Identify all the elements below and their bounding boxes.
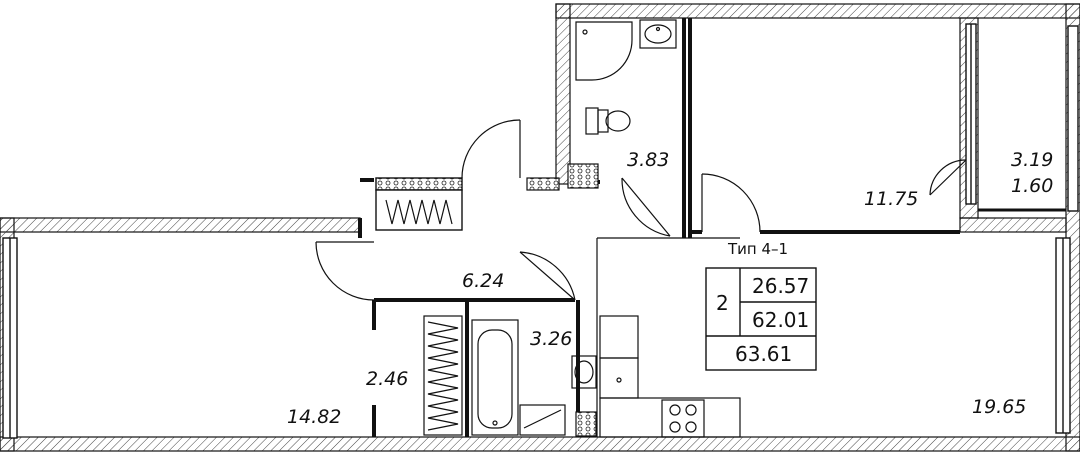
windows (2, 23, 1079, 439)
area-bedroom: 11.75 (864, 188, 918, 210)
area-wardrobe: 2.46 (366, 368, 408, 390)
total-area: 62.01 (752, 308, 809, 332)
toilet (585, 107, 631, 135)
doors (315, 119, 967, 301)
exterior-walls (0, 3, 1080, 452)
type-label: Тип 4–1 (727, 240, 788, 258)
area-living-room: 14.82 (287, 406, 341, 428)
wardrobe-rail (423, 315, 463, 436)
area-kitchen: 19.65 (972, 396, 1026, 418)
living-area: 26.57 (752, 274, 809, 298)
washbasin-top (639, 19, 677, 49)
washing-machine (519, 404, 566, 436)
bathtub (471, 319, 519, 436)
shoe-rack (375, 177, 463, 231)
area-bathroom: 3.83 (627, 149, 669, 171)
area-balcony: 3.19 (1011, 149, 1053, 171)
riser (567, 163, 599, 189)
area-bath: 3.26 (530, 328, 572, 350)
kitchen-units (599, 315, 741, 438)
wall-plate-small (526, 177, 560, 191)
total-area-with-balcony: 63.61 (735, 342, 792, 366)
riser-bath (575, 411, 597, 437)
rooms-count: 2 (716, 291, 729, 315)
kitchen-partition (596, 237, 740, 437)
area-balcony-reduced: 1.60 (1011, 175, 1053, 197)
washbasin-bath (571, 355, 597, 389)
area-hallway: 6.24 (462, 270, 504, 292)
area-table (705, 267, 817, 371)
shower-tray (575, 21, 633, 81)
